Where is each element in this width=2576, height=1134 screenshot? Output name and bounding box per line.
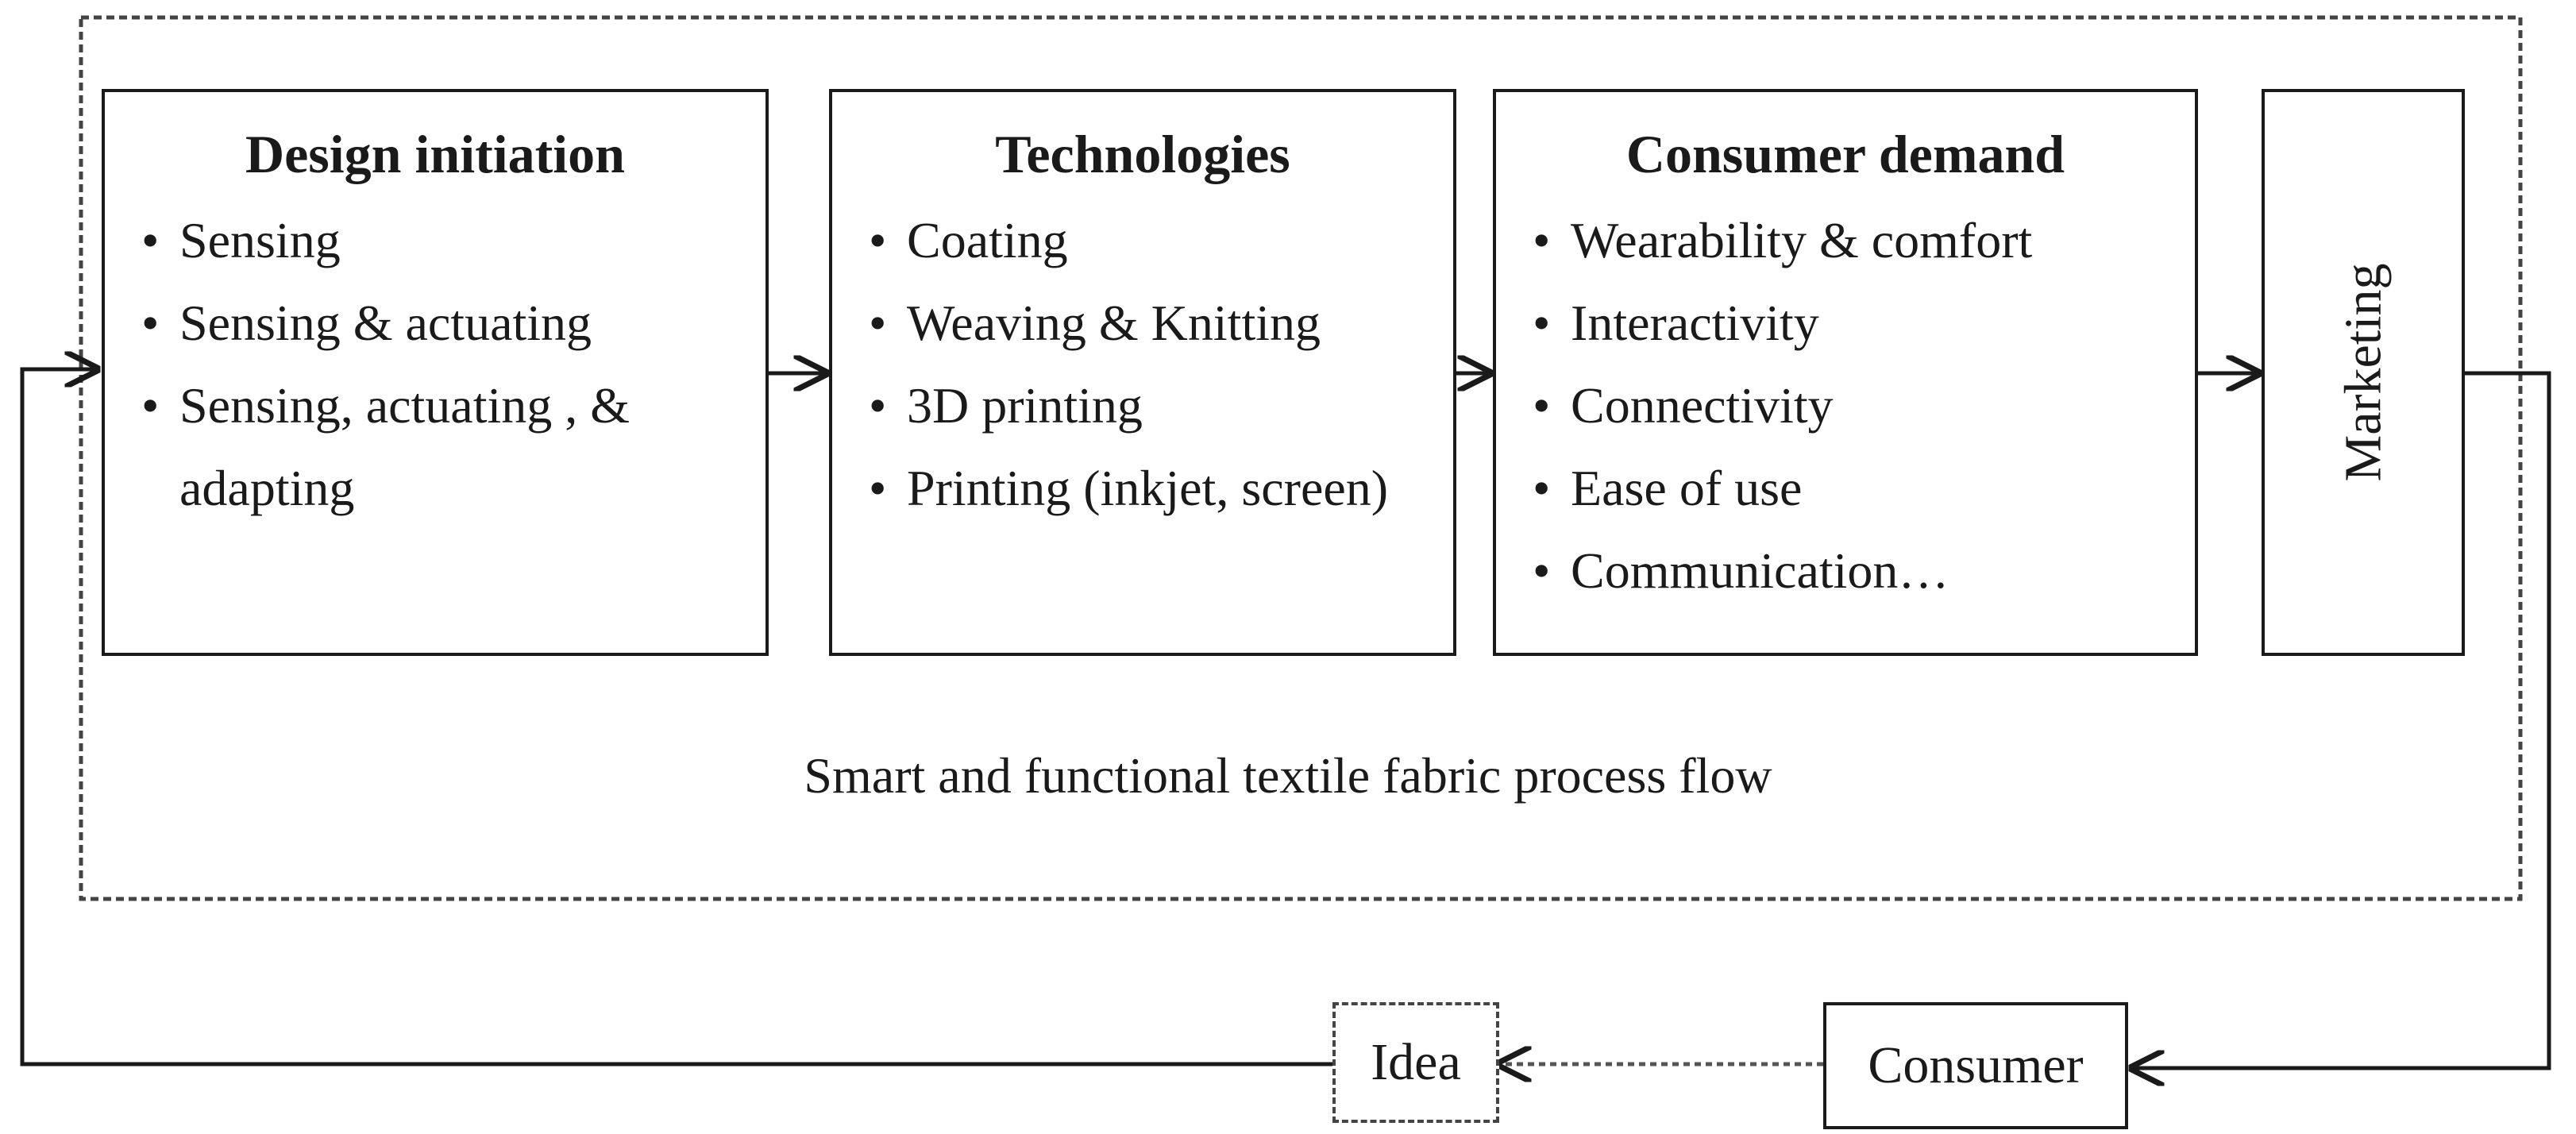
stage-item-list: Wearability & comfort Interactivity Conn… xyxy=(1512,199,2179,612)
stage-title: Consumer demand xyxy=(1625,124,2065,184)
list-item: 3D printing xyxy=(848,364,1437,447)
list-item: Sensing & actuating xyxy=(121,282,750,364)
process-flow-caption: Smart and functional textile fabric proc… xyxy=(804,747,1772,804)
stage-item-list: Coating Weaving & Knitting 3D printing P… xyxy=(848,199,1437,530)
process-flow-container xyxy=(79,15,2523,901)
list-item: Connectivity xyxy=(1512,364,2179,447)
marketing-label: Marketing xyxy=(2334,263,2392,482)
stage-consumer-demand: Consumer demand Wearability & comfort In… xyxy=(1493,89,2198,656)
list-item: Weaving & Knitting xyxy=(848,282,1437,364)
stage-title: Design initiation xyxy=(245,124,625,184)
list-item: Sensing, actuating , & adapting xyxy=(121,364,750,530)
list-item: Coating xyxy=(848,199,1437,282)
stage-marketing: Marketing xyxy=(2262,89,2465,656)
stage-item-list: Sensing Sensing & actuating Sensing, act… xyxy=(121,199,750,530)
consumer-box: Consumer xyxy=(1823,1002,2128,1129)
list-item: Communication… xyxy=(1512,530,2179,612)
idea-box: Idea xyxy=(1332,1002,1499,1123)
stage-title: Technologies xyxy=(995,124,1290,184)
arrow-marketing-to-consumer xyxy=(2132,371,2551,1068)
arrow-idea-to-design xyxy=(20,369,1332,1066)
list-item: Wearability & comfort xyxy=(1512,199,2179,282)
list-item: Interactivity xyxy=(1512,282,2179,364)
stage-design-initiation: Design initiation Sensing Sensing & actu… xyxy=(102,89,769,656)
list-item: Sensing xyxy=(121,199,750,282)
list-item: Ease of use xyxy=(1512,447,2179,530)
list-item: Printing (inkjet, screen) xyxy=(848,447,1437,530)
stage-technologies: Technologies Coating Weaving & Knitting … xyxy=(829,89,1456,656)
